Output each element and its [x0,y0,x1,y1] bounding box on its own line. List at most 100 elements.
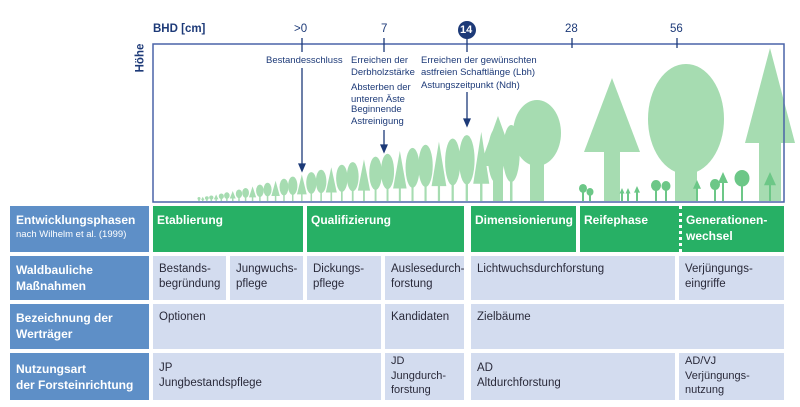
highlight-circle-14 [458,21,476,39]
tree-shape [648,64,724,174]
usage-cell: AD/VJ Verjüngungs- nutzung [679,353,784,400]
tree-growth-diagram [152,21,795,203]
tree-shape [325,167,337,193]
arrow-bestandsschluss [298,163,306,173]
phase-etablierung: Etablierung [153,206,303,252]
tree-shape [586,188,594,196]
tree-shape [665,186,667,201]
tree-shape [582,189,584,201]
tree-shape [369,156,382,190]
tree-shape [380,153,395,190]
tree-shape [636,189,638,201]
row-label-text: Entwicklungsphasen [16,213,136,227]
tick-label: 28 [565,23,578,35]
measure-cell: Bestands- begründung [153,256,226,300]
tree-shape [197,197,201,200]
tree-shape [619,188,625,194]
tree-shape [627,191,629,201]
x-axis-label: BHD [cm] [153,23,206,35]
usage-cell: JD Jungdurch- forstung [385,353,464,400]
tree-shape [741,179,743,201]
tree-shape [229,190,236,199]
row-label-phases: Entwicklungsphasen nach Wilhelm et al. (1… [10,206,149,252]
carrier-cell: Zielbäume [471,304,784,349]
measure-cell: Jungwuchs- pflege [230,256,303,300]
tree-shape [589,192,591,201]
tree-shape [513,100,561,166]
tree-shape [213,194,219,200]
measure-cell: Auslesedurch- forstung [385,256,465,300]
tree-shape [263,182,272,197]
tree-shape [621,191,623,201]
tree-shape [296,174,307,195]
tree-shape [764,172,776,186]
tree-illustrations [197,48,795,201]
tree-shape [445,138,461,186]
tree-shape [256,184,264,197]
annotation-aeste: Absterben der unteren Äste [351,82,411,105]
tree-shape [315,169,327,194]
annotation-derbholz: Erreichen der Derbholzstärke [351,55,415,78]
phase-generationenwechsel: Generationen- wechsel [679,206,784,252]
usage-cell: JP Jungbestandspflege [153,353,381,400]
tick-label-highlighted: 14 [460,24,473,36]
tree-shape [722,178,724,201]
tick-label: 7 [381,23,388,35]
tree-shape [480,116,516,166]
tree-shape [710,179,720,190]
tree-shape [734,170,750,187]
tree-shape [458,135,475,185]
tree-shape [718,172,728,183]
chart-frame [152,43,785,203]
tree-shape [634,186,640,193]
measure-cell: Lichtwuchsdurchforstung [471,256,675,300]
carrier-cell: Optionen [153,304,381,349]
carrier-cell: Kandidaten [385,304,464,349]
tree-shape [493,146,503,201]
tree-shape [651,180,661,191]
tree-shape [288,176,298,195]
tick-label: 56 [670,23,683,35]
tree-shape [306,172,317,194]
tree-shape [431,141,447,187]
tree-shape [714,185,716,201]
tree-shape [625,188,631,194]
arrow-schaftlaenge [463,118,471,128]
tree-shape [693,180,701,189]
tree-shape [248,186,257,198]
annotation-astung: Astungszeitpunkt (Ndh) [421,80,520,91]
tree-shape [696,185,698,201]
tree-shape [745,48,795,143]
tree-shape [235,189,243,199]
measure-cell: Verjüngungs- eingriffe [679,256,784,300]
tree-shape [279,178,289,196]
annotation-bestandsschluss: Bestandesschluss [266,55,343,67]
tree-shape [584,78,640,152]
tree-shape [579,184,587,193]
tick-marks [301,38,678,52]
row-label-usage: Nutzungsart der Forsteinrichtung [10,353,149,400]
tree-shape [357,159,371,191]
tree-shape [336,164,348,192]
tick-label: >0 [294,23,308,35]
row-label-measures: Waldbauliche Maßnahmen [10,256,149,300]
tree-shape [271,180,280,196]
measure-cell: Dickungs- pflege [307,256,381,300]
row-sublabel: nach Wilhelm et al. (1999) [16,229,127,240]
row-label-carriers: Bezeichnung der Werträger [10,304,149,349]
tree-shape [204,196,209,200]
phase-reifephase: Reifephase [580,206,679,252]
tree-shape [201,196,205,200]
tree-shape [218,193,224,200]
tree-shape [393,150,407,189]
tree-shape [405,147,420,188]
annotation-astreinigung: Beginnende Astreinigung [351,104,404,127]
tree-shape [346,162,359,192]
usage-cell: AD Altdurchforstung [471,353,675,400]
phase-qualifizierung: Qualifizierung [307,206,464,252]
tree-shape [242,187,249,198]
tree-shape [661,181,671,191]
tree-shape [655,186,657,201]
tree-shape [209,195,214,200]
phase-dimensionierung: Dimensionierung [471,206,576,252]
